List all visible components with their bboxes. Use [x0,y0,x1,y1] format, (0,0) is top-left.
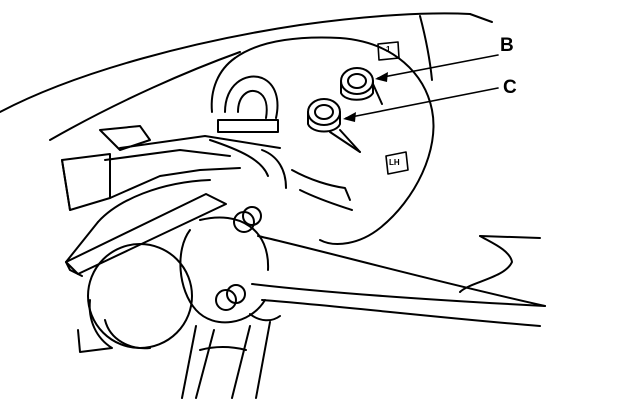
tag-lh-label: LH [389,158,400,167]
tag-1-box [377,41,400,61]
column-cover [65,179,227,277]
nut-c [307,98,361,153]
tag-lh-box [385,151,409,175]
nut-b [340,67,383,105]
lower-supports [181,321,271,399]
leader-arrowheads [343,72,388,122]
round-housing [77,216,270,353]
lower-arm [249,235,546,327]
tag-1-label: 1 [386,45,391,54]
bracket-plate [210,36,435,245]
leader-lines [345,54,499,119]
upper-panel [0,12,493,141]
callout-label-c: C [503,77,517,98]
frame-left [61,125,287,211]
bolt-knobs [215,206,262,311]
callout-label-b: B [500,35,514,56]
